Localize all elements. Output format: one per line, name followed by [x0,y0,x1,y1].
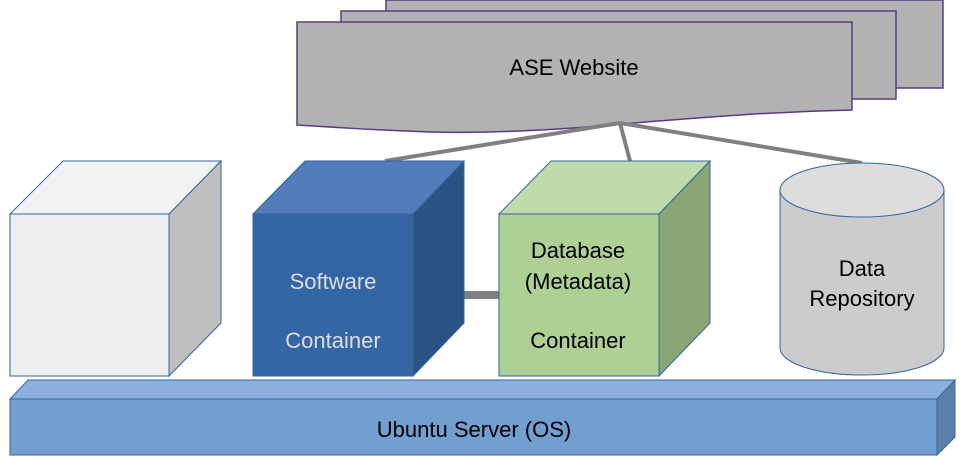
database-cube-front [498,213,660,377]
connector-to-database [618,122,632,162]
connector-to-repository [619,121,863,165]
software-label-line2: Container [285,328,380,353]
software-container-cube: Software Container [251,159,466,378]
os-layer-front [9,398,938,456]
blank-container-cube [8,159,223,378]
repository-body [779,189,945,376]
software-label-line1: Software [290,269,377,294]
repository-top [779,162,945,218]
data-repository-cylinder: Data Repository [779,162,945,376]
connector-to-software [384,121,621,163]
website-connectors [384,121,863,165]
repository-label-line1: Data [839,256,886,281]
repository-label-line2: Repository [809,286,914,311]
blank-cube-front [9,213,170,377]
database-label-line3: Container [530,328,625,353]
software-cube-front [252,213,414,377]
database-label-line1: Database [531,238,625,263]
database-container-cube: Database (Metadata) Container [497,159,712,378]
website-label: ASE Website [509,55,638,80]
website-document-stack: ASE Website [296,0,944,134]
os-layer-top [8,379,957,400]
os-layer: Ubuntu Server (OS) [8,378,957,457]
website-doc-front [296,21,853,134]
os-label: Ubuntu Server (OS) [377,417,571,442]
database-label-line2: (Metadata) [525,269,631,294]
